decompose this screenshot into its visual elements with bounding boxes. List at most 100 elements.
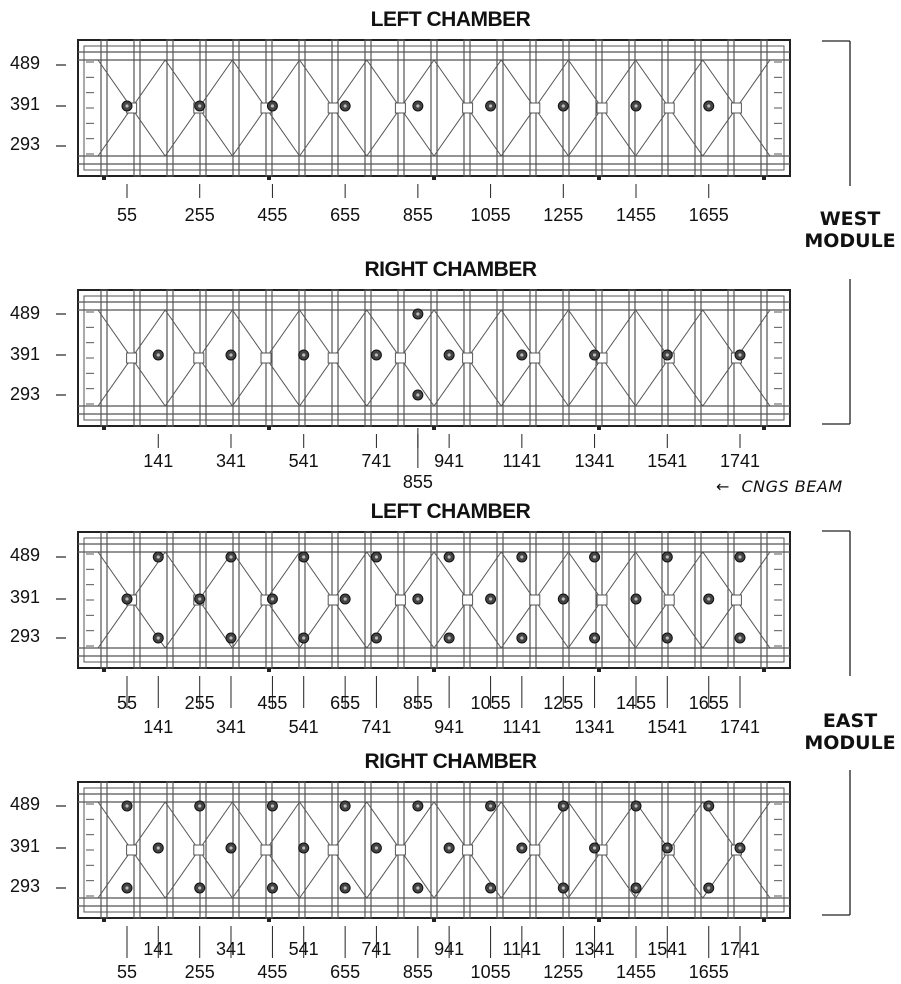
sensor-marker-center bbox=[592, 636, 597, 640]
brace-node bbox=[462, 844, 474, 856]
x-label-55: 55 bbox=[116, 693, 138, 713]
x-label-941: 941 bbox=[434, 451, 465, 471]
brace-node bbox=[529, 102, 541, 114]
vertical-post bbox=[232, 531, 240, 669]
x-label-855: 855 bbox=[402, 205, 433, 225]
sensor-marker-center bbox=[561, 804, 565, 808]
foot-tab bbox=[432, 668, 436, 672]
sensor-marker-center bbox=[488, 104, 493, 108]
brace-node bbox=[193, 844, 205, 856]
y-label-489: 489 bbox=[10, 545, 41, 565]
sensor-marker-center bbox=[229, 846, 233, 850]
x-label-1455: 1455 bbox=[615, 205, 657, 225]
sensor-marker-center bbox=[520, 846, 524, 850]
sensor-marker-center bbox=[198, 597, 202, 601]
foot-tab bbox=[597, 918, 601, 922]
x-label-1141: 1141 bbox=[502, 717, 542, 737]
y-label-391: 391 bbox=[10, 94, 41, 114]
sensor-marker-center bbox=[634, 804, 638, 808]
sensor-marker-center bbox=[374, 353, 379, 357]
foot-tab bbox=[267, 426, 271, 430]
x-label-855: 855 bbox=[402, 472, 433, 492]
sensor-marker-center bbox=[665, 555, 669, 559]
brace-node bbox=[327, 352, 339, 364]
sensor-marker-center bbox=[520, 353, 524, 357]
brace-node bbox=[327, 102, 339, 114]
sensor-marker-center bbox=[198, 886, 202, 890]
sensor-marker-center bbox=[302, 636, 306, 640]
y-label-293: 293 bbox=[10, 626, 41, 646]
sensor-marker-center bbox=[270, 886, 275, 890]
x-label-741: 741 bbox=[361, 451, 392, 471]
x-label-541: 541 bbox=[288, 939, 319, 959]
vertical-post bbox=[364, 781, 372, 919]
vertical-post bbox=[694, 531, 702, 669]
x-label-55: 55 bbox=[116, 205, 138, 225]
brace-node bbox=[394, 594, 406, 606]
sensor-marker-center bbox=[707, 804, 711, 808]
sensor-marker-center bbox=[634, 104, 638, 108]
brace-node bbox=[394, 844, 406, 856]
x-label-1341: 1341 bbox=[574, 451, 615, 471]
x-label-1741: 1741 bbox=[719, 717, 761, 737]
x-label-255: 255 bbox=[184, 962, 215, 982]
y-label-293: 293 bbox=[10, 134, 41, 154]
chamber-inner-frame bbox=[83, 787, 785, 913]
brace-node bbox=[260, 844, 272, 856]
y-label-391: 391 bbox=[10, 587, 41, 607]
vertical-post bbox=[628, 289, 636, 427]
vertical-post bbox=[364, 289, 372, 427]
sensor-marker-center bbox=[302, 353, 306, 357]
sensor-marker-center bbox=[561, 886, 565, 890]
sensor-marker-center bbox=[229, 636, 233, 640]
vertical-post bbox=[496, 289, 504, 427]
foot-tab bbox=[102, 426, 106, 430]
x-label-1255: 1255 bbox=[543, 962, 584, 982]
x-label-341: 341 bbox=[215, 939, 247, 959]
y-label-391: 391 bbox=[10, 344, 41, 364]
x-label-941: 941 bbox=[434, 939, 465, 959]
x-label-1341: 1341 bbox=[574, 939, 615, 959]
x-label-55: 55 bbox=[116, 962, 138, 982]
sensor-marker-center bbox=[125, 886, 129, 890]
x-label-1341: 1341 bbox=[574, 717, 615, 737]
sensor-marker-center bbox=[447, 636, 451, 640]
brace-node bbox=[462, 352, 474, 364]
y-label-489: 489 bbox=[10, 303, 41, 323]
vertical-post bbox=[166, 289, 174, 427]
sensor-marker-center bbox=[198, 104, 202, 108]
sensor-marker-center bbox=[416, 597, 420, 601]
foot-tab bbox=[597, 668, 601, 672]
x-label-341: 341 bbox=[215, 451, 247, 471]
x-label-941: 941 bbox=[434, 717, 465, 737]
left-arrow-icon: ← bbox=[716, 477, 730, 496]
vertical-post bbox=[166, 531, 174, 669]
brace-node bbox=[193, 352, 205, 364]
x-label-1655: 1655 bbox=[688, 962, 729, 982]
sensor-marker-center bbox=[343, 804, 347, 808]
sensor-marker-center bbox=[665, 353, 669, 357]
sensor-marker-center bbox=[270, 104, 275, 108]
sensor-marker-center bbox=[447, 353, 451, 357]
x-label-1141: 1141 bbox=[502, 451, 542, 471]
x-label-141: 141 bbox=[143, 717, 174, 737]
foot-tab bbox=[432, 426, 436, 430]
sensor-marker-center bbox=[488, 597, 493, 601]
x-label-255: 255 bbox=[184, 205, 215, 225]
foot-tab bbox=[267, 176, 271, 180]
sensor-marker-center bbox=[561, 597, 565, 601]
sensor-marker-center bbox=[125, 104, 129, 108]
sensor-marker-center bbox=[592, 555, 597, 559]
brace-node bbox=[327, 594, 339, 606]
x-label-1741: 1741 bbox=[719, 451, 761, 471]
sensor-marker-center bbox=[343, 597, 347, 601]
y-label-391: 391 bbox=[10, 836, 41, 856]
x-label-1741: 1741 bbox=[719, 939, 761, 959]
x-label-1655: 1655 bbox=[688, 205, 729, 225]
x-label-741: 741 bbox=[361, 717, 392, 737]
brace-node bbox=[663, 102, 675, 114]
sensor-marker-center bbox=[156, 636, 160, 640]
x-label-141: 141 bbox=[143, 939, 174, 959]
west-module-label: WEST MODULE bbox=[800, 208, 900, 252]
x-label-855: 855 bbox=[402, 962, 433, 982]
